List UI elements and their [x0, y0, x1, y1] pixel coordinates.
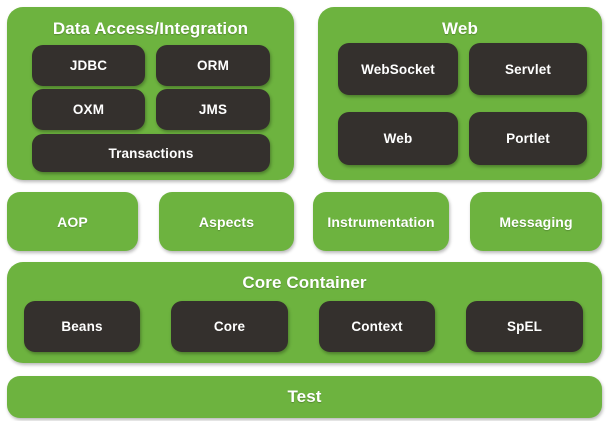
module-label-jms: JMS — [198, 102, 228, 117]
module-label-websocket: WebSocket — [361, 61, 435, 77]
module-label-aop: AOP — [57, 213, 88, 230]
module-label-context: Context — [351, 319, 403, 334]
module-label-test: Test — [287, 387, 322, 406]
module-test[interactable]: Test — [7, 376, 602, 418]
module-label-orm: ORM — [197, 58, 229, 73]
module-jms[interactable]: JMS — [156, 89, 270, 130]
module-transactions[interactable]: Transactions — [32, 134, 270, 172]
panel-title-web: Web — [442, 19, 478, 38]
module-label-web: Web — [383, 131, 413, 146]
module-label-beans: Beans — [61, 319, 103, 334]
module-context[interactable]: Context — [319, 301, 435, 352]
panel-title-data-access-integration: Data Access/Integration — [52, 19, 249, 38]
module-jdbc[interactable]: JDBC — [32, 45, 145, 86]
module-label-servlet: Servlet — [504, 61, 552, 77]
module-messaging[interactable]: Messaging — [470, 192, 602, 251]
module-label-aspects: Aspects — [198, 213, 255, 230]
module-servlet[interactable]: Servlet — [469, 43, 587, 95]
module-spel[interactable]: SpEL — [466, 301, 583, 352]
module-label-jdbc: JDBC — [69, 58, 108, 73]
module-label-core: Core — [213, 319, 246, 334]
module-web[interactable]: Web — [338, 112, 458, 165]
module-portlet[interactable]: Portlet — [469, 112, 587, 165]
module-label-instrumentation: Instrumentation — [327, 213, 435, 230]
module-aop[interactable]: AOP — [7, 192, 138, 251]
module-label-transactions: Transactions — [108, 145, 194, 161]
module-label-portlet: Portlet — [506, 131, 550, 146]
module-oxm[interactable]: OXM — [32, 89, 145, 130]
module-label-spel: SpEL — [506, 319, 543, 334]
module-core[interactable]: Core — [171, 301, 288, 352]
module-instrumentation[interactable]: Instrumentation — [313, 192, 449, 251]
panel-title-core-container: Core Container — [242, 273, 367, 292]
module-websocket[interactable]: WebSocket — [338, 43, 458, 95]
module-label-messaging: Messaging — [499, 213, 573, 230]
module-label-oxm: OXM — [72, 102, 105, 117]
module-orm[interactable]: ORM — [156, 45, 270, 86]
module-beans[interactable]: Beans — [24, 301, 140, 352]
module-aspects[interactable]: Aspects — [159, 192, 294, 251]
